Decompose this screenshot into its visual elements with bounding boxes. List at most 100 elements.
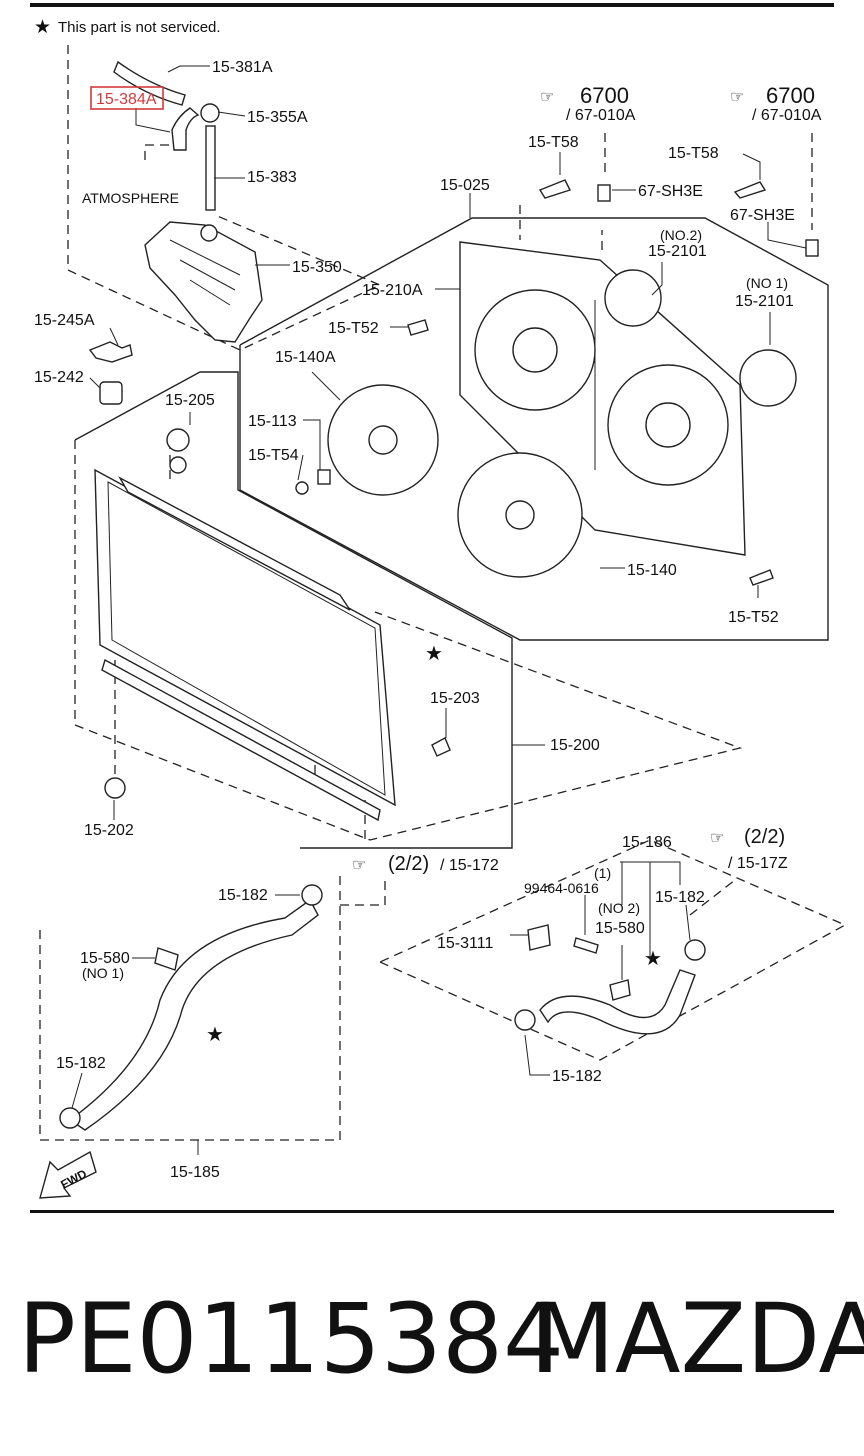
reservoir-hose-icon [205,125,216,211]
upper-clamp-right-icon [684,939,706,961]
label-no2-fan: (NO.2) [660,227,702,243]
reservoir-group-outline [67,45,382,351]
reservoir-tank-icon [144,221,263,343]
bolt-T58-b-icon [733,181,767,199]
clip-113-icon [317,469,331,485]
tank-rib [169,239,241,306]
fwd-arrow-icon [39,1150,97,1199]
radiator-bottom-tank [101,658,381,822]
lower-hose-icon [68,898,319,1131]
label-15-2101-b: 15-2101 [735,293,794,310]
hose-clamp-bottom-icon [59,1107,81,1129]
label-15-210A: 15-210A [362,282,423,299]
label-15-140A: 15-140A [275,349,336,366]
label-15-205: 15-205 [165,392,215,409]
breather-hose-icon [171,107,200,151]
label-15-350: 15-350 [292,259,342,276]
bolt-99464-icon [573,937,599,954]
rubber-mount-icon [99,381,123,405]
bolt-T52-b-icon [749,569,774,586]
label-15-182-d: 15-182 [552,1068,602,1085]
label-15-381A: 15-381A [212,59,273,76]
bottom-border [30,1210,834,1213]
label-15-T54: 15-T54 [248,447,299,464]
top-border [30,3,834,7]
ref-icon-a: ☞ [540,89,554,106]
label-6700-b: 6700 [766,83,815,108]
label-67-010A-b: / 67-010A [752,107,822,124]
connector-right-icon [805,239,819,257]
hose-clamp-top-icon [301,884,323,906]
label-15-140: 15-140 [627,562,677,579]
radiator-top-tank [118,476,351,611]
fan-shroud-frame [239,217,829,641]
bolt-T52-a-icon [407,319,429,336]
ref-icon-b: ☞ [730,89,744,106]
label-no1-fan: (NO 1) [746,275,788,291]
label-15-580-b: 15-580 [595,920,645,937]
radiator-star-icon: ★ [425,643,443,665]
label-15-172: / 15-172 [440,857,499,874]
highlight-box-15-384A [90,86,164,110]
label-no2-clip: (NO 2) [598,900,640,916]
hose-clip-no1-icon [154,947,179,971]
overflow-hose-icon [113,60,186,106]
label-67-010A-a: / 67-010A [566,107,636,124]
label-atmosphere: ATMOSPHERE [82,190,179,206]
lower-hose-star-icon: ★ [206,1024,224,1046]
bolt-T58-a-icon [538,179,571,199]
drain-plug-icon [104,777,126,799]
label-15-025: 15-025 [440,177,490,194]
label-15-242: 15-242 [34,369,84,386]
right-hose-group-outline [378,839,847,1061]
label-15-2101-a: 15-2101 [648,243,707,260]
label-15-384A: 15-384A [96,91,157,108]
hose-ref-dash [340,880,386,906]
ref-icon-d: ☞ [710,830,724,847]
clip-T54-icon [295,481,309,495]
fan-140A-hub [368,425,398,455]
label-15-202: 15-202 [84,822,134,839]
label-15-383: 15-383 [247,169,297,186]
label-15-200: 15-200 [550,737,600,754]
label-15-182-c: 15-182 [56,1055,106,1072]
label-15-580-a: 15-580 [80,950,130,967]
label-15-17Z: / 15-17Z [728,855,788,872]
radiator-core-icon [94,468,396,807]
upper-hose-star-icon: ★ [644,948,662,970]
label-15-203: 15-203 [430,690,480,707]
label-15-186: 15-186 [622,834,672,851]
upper-clamp-left-icon [514,1009,536,1031]
radiator-cap-icon [166,428,190,452]
label-15-185: 15-185 [170,1164,220,1181]
label-67-SH3E-a: 67-SH3E [638,183,703,200]
ref-icon-c: ☞ [352,857,366,874]
filler-neck-icon [169,456,187,474]
label-15-245A: 15-245A [34,312,95,329]
bracket-clip-icon [88,341,133,363]
label-15-T58-b: 15-T58 [668,145,719,162]
label-15-113: 15-113 [248,413,297,430]
label-15-T58-a: 15-T58 [528,134,579,151]
label-15-182-a: 15-182 [218,887,268,904]
fan-motor-no1-icon [739,349,797,407]
hose-bracket-icon [527,924,551,951]
fan-motor-no2-icon [604,269,662,327]
lower-hose-group-outline [39,870,341,1141]
right-ref-dash [689,879,736,916]
footer-part-number: PE0115384 [18,1283,564,1395]
hose-clip-no2-icon [609,979,631,1001]
label-6700-a: 6700 [580,83,629,108]
upper-hose-icon [539,969,696,1035]
header-note: This part is not serviced. [58,19,221,36]
label-15-182-b: 15-182 [655,889,705,906]
label-no1-clip: (NO 1) [82,965,124,981]
radiator-core-inner [107,481,386,796]
label-99464-0616: 99464-0616 [524,880,599,896]
shroud-hub-right [645,402,691,448]
label-15-3111: 15-3111 [437,935,493,952]
label-15-T52-a: 15-T52 [328,320,379,337]
label-67-SH3E-b: 67-SH3E [730,207,795,224]
fan-140-hub [505,500,535,530]
